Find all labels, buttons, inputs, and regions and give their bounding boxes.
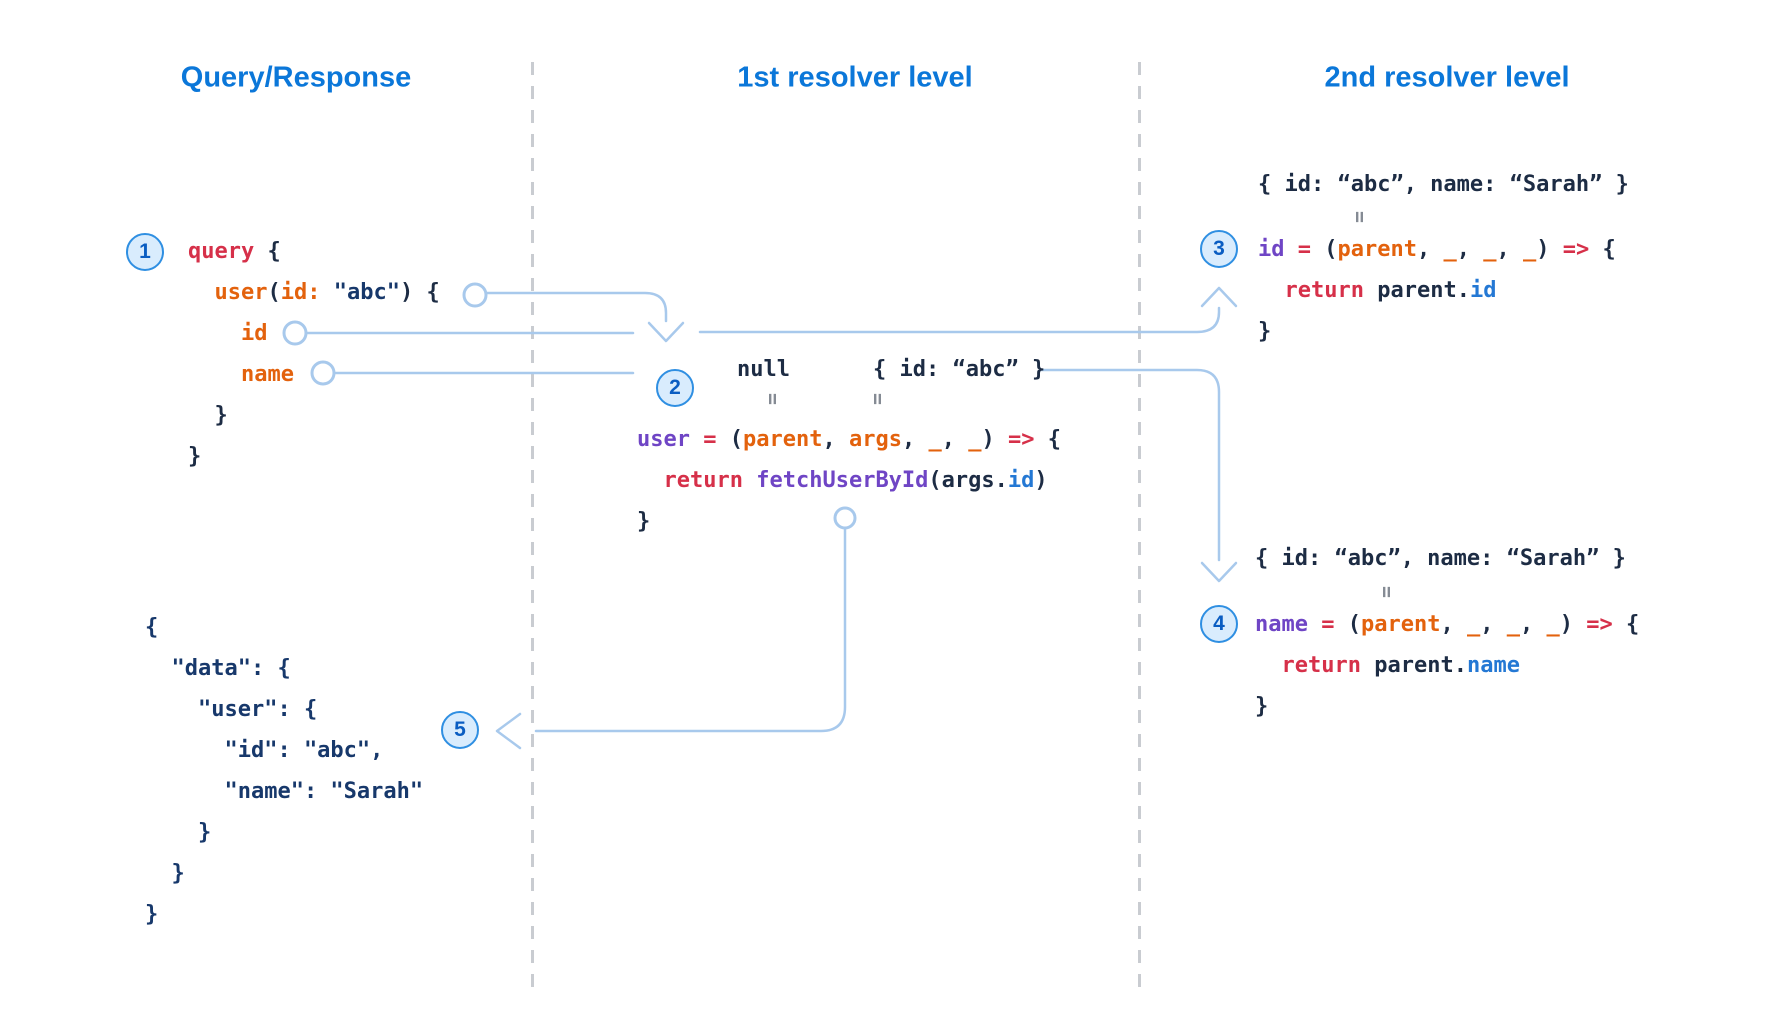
arrow-left-chevron-icon (495, 712, 522, 750)
column-header-first-resolver-level: 1st resolver level (737, 61, 973, 94)
arrow-up-chevron-icon (1200, 286, 1238, 308)
column-header-query-response: Query/Response (180, 61, 412, 94)
query-code-block: query { user(id: "abc") { id name }} (188, 239, 440, 469)
equivalence-mark-name-parent: = (1375, 585, 1399, 599)
arrow-id-field-to-id-resolver (698, 306, 1221, 334)
step-badge-2: 2 (656, 369, 694, 407)
resolver1-args-value: { id: “abc” } (873, 357, 1046, 382)
arrow-result-to-name-resolver (1038, 368, 1221, 562)
response-json-block: { "data": { "user": { "id": "abc", "name… (145, 615, 424, 927)
resolver1-parent-value: null (737, 357, 790, 382)
equivalence-mark-id-parent: = (1348, 210, 1372, 224)
name-resolver-parent-result: { id: “abc”, name: “Sarah” } (1255, 546, 1626, 571)
arrow-resolver1-to-response (534, 526, 847, 733)
column-divider-right (1138, 62, 1141, 998)
arrow-down-chevron-icon (1200, 561, 1238, 583)
arrow-user-field-to-resolver1 (485, 291, 668, 323)
column-header-second-resolver-level: 2nd resolver level (1324, 61, 1570, 94)
equivalence-mark-parent: = (761, 392, 785, 406)
id-resolver-parent-result: { id: “abc”, name: “Sarah” } (1258, 172, 1629, 197)
connector-dot-user-field (462, 282, 488, 308)
step-badge-4: 4 (1200, 605, 1238, 643)
arrow-down-chevron-icon (647, 321, 685, 343)
name-resolver-code-block: name = (parent, _, _, _) => { return par… (1255, 612, 1640, 719)
step-badge-3: 3 (1200, 230, 1238, 268)
id-resolver-code-block: id = (parent, _, _, _) => { return paren… (1258, 237, 1616, 344)
step-badge-1: 1 (126, 233, 164, 271)
column-divider-left (531, 62, 534, 998)
user-resolver-code-block: user = (parent, args, _, _) => { return … (637, 427, 1061, 534)
equivalence-mark-args: = (866, 392, 890, 406)
step-badge-5: 5 (441, 711, 479, 749)
